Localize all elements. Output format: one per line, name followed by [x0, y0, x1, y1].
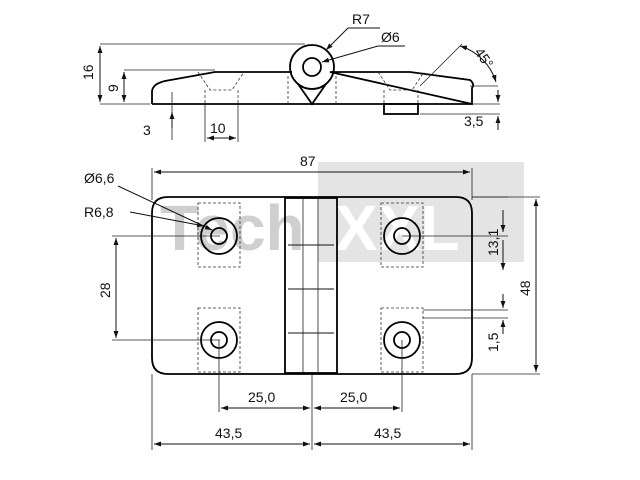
- dim-top-half-width-right: 43,5: [374, 425, 401, 441]
- dim-top-top-offset: 13,1: [485, 229, 501, 256]
- dim-top-half-width-left: 43,5: [215, 425, 242, 441]
- dim-side-height-leaf: 9: [105, 84, 121, 92]
- dim-top-hole-spacing: 28: [97, 282, 113, 298]
- dim-top-hole-diameter: Ø6,6: [84, 170, 115, 186]
- dim-side-countersink-width: 10: [210, 120, 226, 136]
- dim-top-boss-radius: R6,8: [84, 204, 114, 220]
- top-view-knuckle: [284, 197, 338, 374]
- dim-side-angle: 45°: [472, 45, 497, 72]
- side-view-boss: [383, 103, 419, 115]
- watermark-box: [318, 162, 524, 262]
- dim-side-boss-height: 3,5: [464, 113, 484, 129]
- side-view-knuckle-joint: [297, 83, 327, 106]
- watermark-text-right: XXL: [335, 192, 459, 264]
- dim-side-pin-diameter: Ø6: [381, 29, 400, 45]
- dim-side-countersink-offset: 3: [143, 122, 151, 138]
- side-view: 16 9 3 10 R7 Ø6 45° 3,5: [80, 11, 501, 142]
- top-view-outline: [151, 196, 473, 375]
- dim-side-radius: R7: [352, 11, 370, 27]
- dim-top-hole-to-center-right: 25,0: [340, 389, 367, 405]
- top-view: 87 Ø6,6 R6,8 28 13,1 48 1,5 25: [84, 153, 540, 450]
- side-view-countersink-left: [197, 71, 245, 104]
- watermark-text-left: Tech: [160, 192, 305, 264]
- dim-side-height-total: 16: [80, 64, 96, 80]
- dim-top-overall-width: 87: [300, 153, 316, 169]
- dim-top-hole-to-center-left: 25,0: [248, 389, 275, 405]
- dim-top-bottom-offset: 1,5: [485, 332, 501, 352]
- dim-top-overall-height: 48: [517, 280, 533, 296]
- watermark: Tech XXL: [160, 162, 524, 264]
- side-view-knuckle: [289, 44, 335, 90]
- side-view-pin: [302, 57, 322, 77]
- side-view-countersink-right: [377, 71, 425, 104]
